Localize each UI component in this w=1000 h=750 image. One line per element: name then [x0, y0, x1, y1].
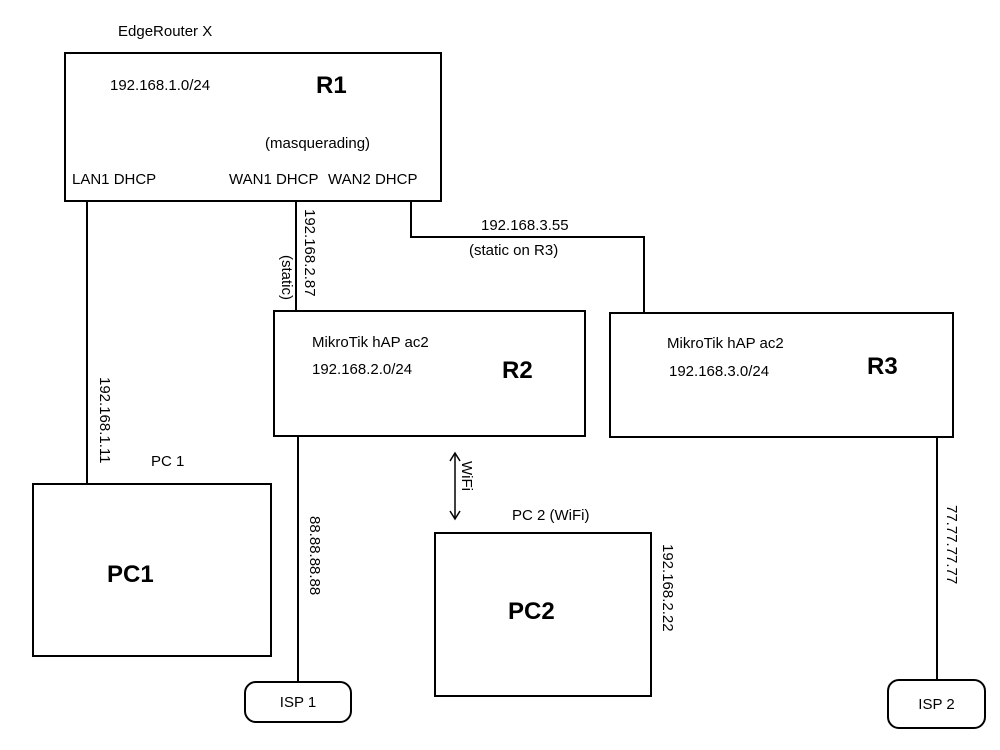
r3-name: R3	[867, 353, 898, 380]
pc2-box: PC2	[434, 532, 652, 697]
r1-port-wan1: WAN1 DHCP	[229, 171, 319, 188]
r3-device-label: MikroTik hAP ac2	[667, 335, 784, 352]
wifi-link-label: WiFi	[458, 461, 475, 491]
link-r1-r3	[410, 201, 645, 313]
isp2-label: ISP 2	[918, 695, 955, 713]
router-r2: MikroTik hAP ac2 192.168.2.0/24 R2	[273, 310, 586, 437]
router-r1: 192.168.1.0/24 R1 (masquerading) LAN1 DH…	[64, 52, 442, 202]
r3-isp2-link-ip: 77.77.77.77	[943, 505, 960, 585]
isp1-node: ISP 1	[244, 681, 352, 723]
r1-name: R1	[316, 72, 347, 99]
r1-r2-link-note: (static)	[278, 255, 295, 300]
pc2-name: PC2	[508, 598, 555, 625]
pc1-caption: PC 1	[151, 453, 185, 470]
pc1-name: PC1	[107, 561, 154, 588]
isp1-label: ISP 1	[279, 693, 317, 711]
r1-subnet: 192.168.1.0/24	[110, 77, 211, 94]
pc2-ip: 192.168.2.22	[659, 544, 676, 632]
isp2-node: ISP 2	[887, 679, 986, 729]
r1-r3-link-ip: 192.168.3.55	[481, 217, 569, 234]
wifi-arrow-head-bottom	[449, 510, 461, 521]
r3-subnet: 192.168.3.0/24	[669, 363, 770, 380]
wifi-arrow-head-top	[449, 451, 461, 462]
pc1-ip: 192.168.1.11	[96, 377, 113, 464]
r1-port-lan1: LAN1 DHCP	[72, 171, 157, 188]
r2-isp1-link-ip: 88.88.88.88	[306, 516, 323, 596]
pc2-caption: PC 2 (WiFi)	[512, 507, 590, 524]
r2-device-label: MikroTik hAP ac2	[312, 334, 429, 351]
pc1-box: PC1	[32, 483, 272, 657]
r1-r2-link-ip: 192.168.2.87	[301, 209, 318, 297]
r1-r3-link-note: (static on R3)	[469, 242, 559, 259]
r1-masquerading-note: (masquerading)	[265, 135, 371, 152]
r2-subnet: 192.168.2.0/24	[312, 361, 413, 378]
router-r3: MikroTik hAP ac2 192.168.3.0/24 R3	[609, 312, 954, 438]
r1-device-label: EdgeRouter X	[118, 23, 213, 40]
r1-port-wan2: WAN2 DHCP	[328, 171, 418, 188]
r2-name: R2	[502, 357, 533, 384]
